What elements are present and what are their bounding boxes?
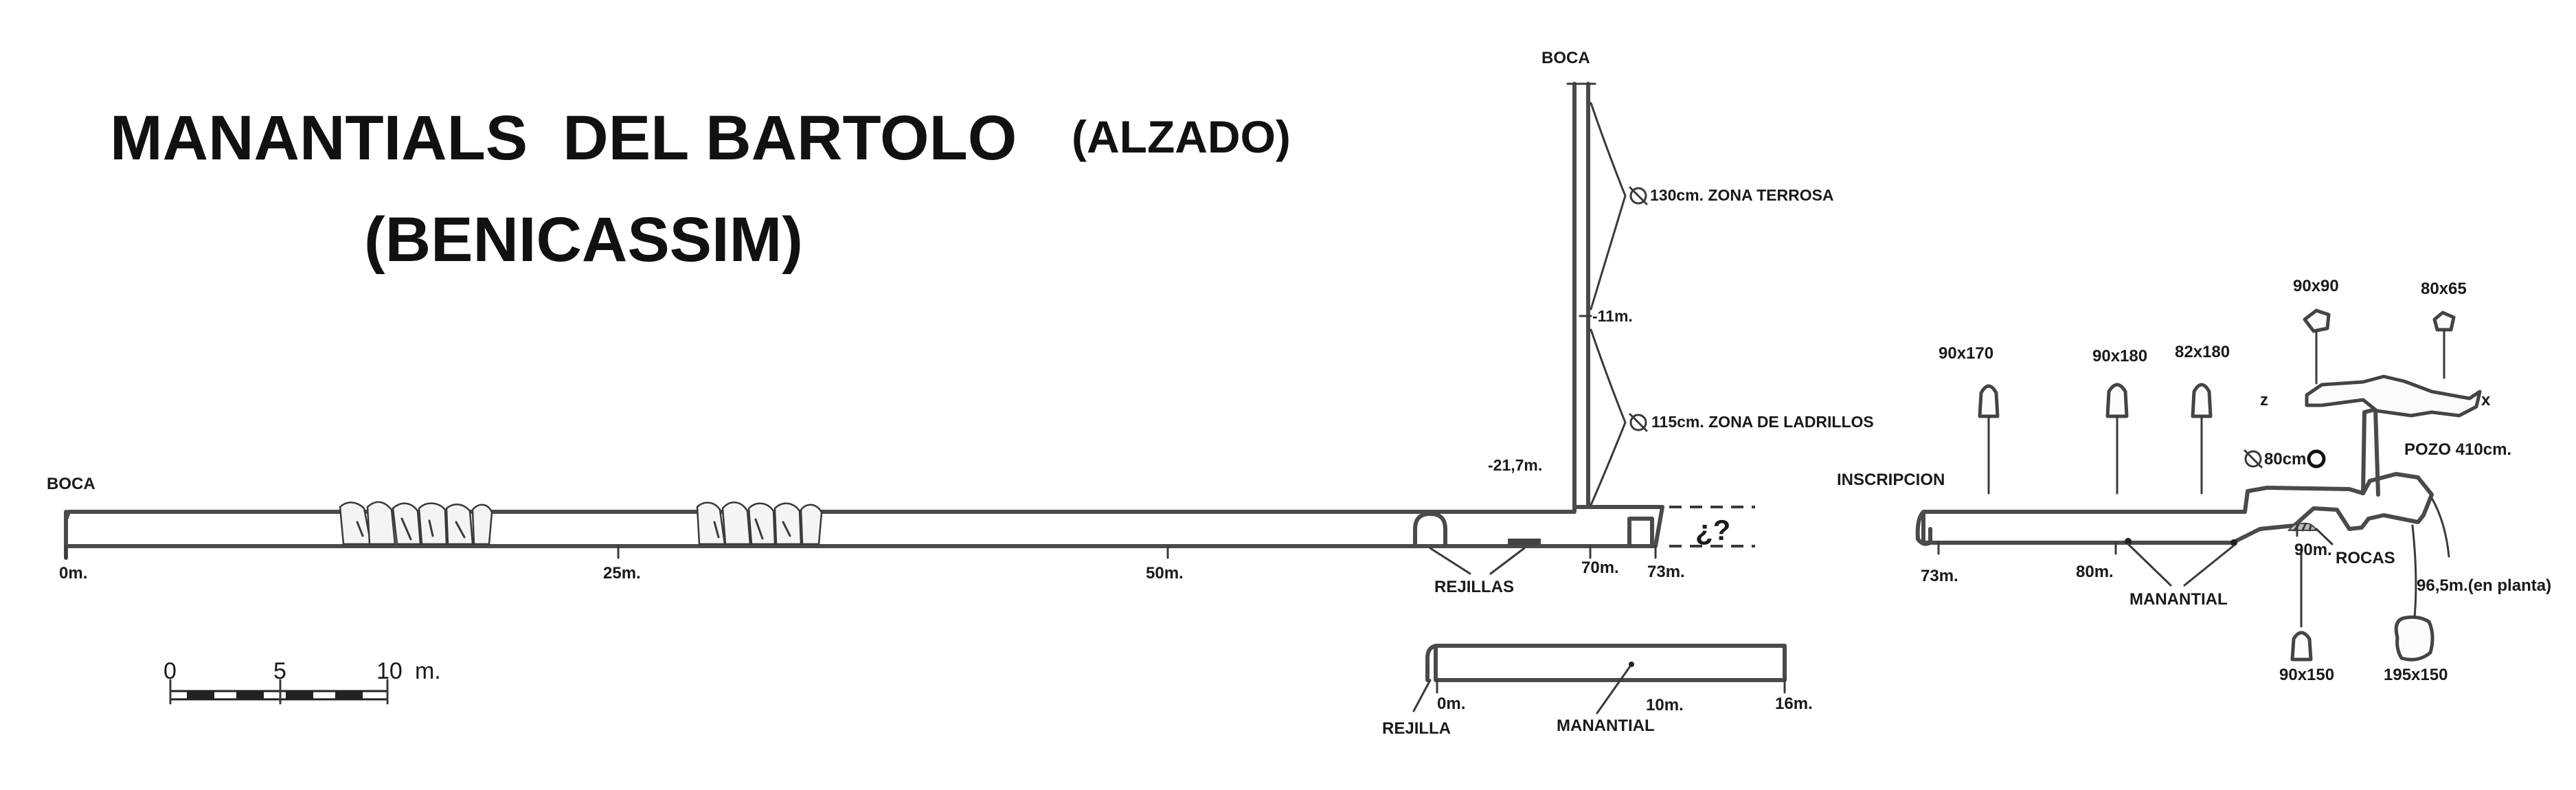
branch-z-x bbox=[2305, 374, 2482, 418]
scale-unit: m. bbox=[415, 658, 441, 684]
section-90x150-shape bbox=[2290, 631, 2313, 662]
spring-dot-2 bbox=[2230, 539, 2237, 546]
scale-bar: 0 5 10 m. bbox=[163, 658, 441, 705]
section-80x65-label: 80x65 bbox=[2421, 280, 2467, 298]
diameter-symbol-icon bbox=[1629, 413, 1648, 432]
section-90x170-shape bbox=[1978, 384, 2000, 418]
title-main: MANANTIALS DEL BARTOLO bbox=[110, 103, 1017, 173]
section-82x180-label: 82x180 bbox=[2175, 343, 2230, 361]
plan-distance-leader bbox=[2430, 497, 2450, 558]
right-tunnel bbox=[1921, 472, 2434, 545]
lower-tunnel bbox=[1434, 644, 1787, 682]
lower-distance-10m: 10m. bbox=[1646, 696, 1684, 714]
title-place: (BENICASSIM) bbox=[364, 205, 803, 275]
upper-zone-label: 130cm. ZONA TERROSA bbox=[1650, 186, 1834, 204]
lower-manantial-label: MANANTIAL bbox=[1557, 716, 1655, 735]
distance-label-73m: 73m. bbox=[1647, 563, 1685, 581]
z-label: z bbox=[2260, 391, 2268, 409]
section-90x90-label: 90x90 bbox=[2293, 277, 2339, 295]
lower-zone-brace bbox=[1590, 328, 1627, 506]
grate-arch bbox=[1413, 512, 1447, 548]
entrance-boca-label: BOCA bbox=[47, 475, 95, 493]
plan-distance-label: 96,5m.(en planta) bbox=[2417, 576, 2551, 595]
manantial-leader bbox=[2127, 543, 2235, 587]
section-90x180-shape bbox=[2105, 383, 2129, 418]
diameter-symbol-icon bbox=[2244, 449, 2263, 469]
lower-spring-leader bbox=[1596, 665, 1631, 714]
rocas-label: ROCAS bbox=[2336, 549, 2395, 567]
upper-zone-brace bbox=[1590, 102, 1627, 311]
scale-tick-0: 0 bbox=[163, 658, 177, 684]
rocas-leader bbox=[2315, 528, 2334, 545]
unknown-continuation-label: ¿? bbox=[1695, 514, 1730, 546]
well-circle-80cm bbox=[2307, 449, 2326, 469]
distance-ticks bbox=[65, 545, 1657, 559]
distance-label-70m: 70m. bbox=[1581, 558, 1619, 577]
distance-label-50m: 50m. bbox=[1146, 564, 1184, 583]
lower-grate-arch bbox=[1425, 644, 1440, 682]
lower-section: 0m. 10m. 16m. REJILLA MANANTIAL bbox=[1382, 644, 1813, 738]
right-distance-73m: 73m. bbox=[1921, 567, 1958, 585]
section-80x65-shape bbox=[2432, 311, 2456, 332]
shaft-annotations: BOCA 130cm. ZONA TERROSA -11m. 115cm. ZO… bbox=[1488, 49, 1874, 506]
right-detail-section: INSCRIPCION 73m. 80m. MANANTIAL 90x170 9… bbox=[1837, 277, 2551, 684]
pozo-outline bbox=[2361, 407, 2380, 497]
title-view: (ALZADO) bbox=[1072, 111, 1291, 162]
section-90x180-label: 90x180 bbox=[2092, 347, 2147, 365]
rejillas-leader bbox=[1429, 547, 1526, 575]
end-chamber bbox=[1627, 517, 1654, 548]
shaft-boca-label: BOCA bbox=[1541, 49, 1590, 67]
mid-depth-label: -11m. bbox=[1592, 307, 1633, 325]
diameter-80cm-label: 80cm bbox=[2264, 450, 2306, 469]
lower-distance-0m: 0m. bbox=[1437, 695, 1465, 713]
rocas-distance-label: 90m. bbox=[2294, 541, 2332, 559]
section-90x170-label: 90x170 bbox=[1939, 344, 1993, 363]
section-195x150-shape bbox=[2394, 615, 2434, 662]
title-block: MANANTIALS DEL BARTOLO (ALZADO) (BENICAS… bbox=[110, 103, 1291, 275]
scale-tick-5: 5 bbox=[273, 658, 286, 684]
lower-distance-16m: 16m. bbox=[1775, 695, 1813, 713]
distance-label-0m: 0m. bbox=[59, 564, 87, 583]
distance-label-25m: 25m. bbox=[603, 564, 641, 583]
pozo-label: POZO 410cm. bbox=[2404, 440, 2511, 459]
lower-rejilla-label: REJILLA bbox=[1382, 719, 1451, 738]
right-entrance bbox=[1915, 510, 1932, 546]
right-distance-80m: 80m. bbox=[2076, 563, 2114, 581]
lower-zone-label: 115cm. ZONA DE LADRILLOS bbox=[1651, 413, 1874, 431]
grate-bar bbox=[1508, 539, 1541, 545]
scale-tick-10: 10 bbox=[376, 658, 403, 684]
bottom-depth-label: -21,7m. bbox=[1488, 456, 1542, 474]
section-90x90-shape bbox=[2303, 308, 2331, 333]
x-label: x bbox=[2481, 391, 2491, 409]
inscripcion-label: INSCRIPCION bbox=[1837, 471, 1945, 489]
section-90x150-label: 90x150 bbox=[2279, 666, 2334, 684]
diameter-symbol-icon bbox=[1629, 186, 1648, 205]
rock-collapse-1 bbox=[339, 501, 493, 545]
rejillas-label: REJILLAS bbox=[1434, 578, 1514, 596]
spring-dot-1 bbox=[2125, 538, 2132, 545]
section-195x150-label: 195x150 bbox=[2384, 666, 2448, 684]
main-elevation: ¿? BOCA 0m. 25m. 50m. 70m. 73m. REJILLAS bbox=[47, 82, 1755, 596]
rock-collapse-2 bbox=[696, 501, 823, 545]
section-82x180-shape bbox=[2191, 383, 2213, 418]
lower-rejilla-leader bbox=[1412, 679, 1432, 712]
right-manantial-label: MANANTIAL bbox=[2129, 590, 2228, 609]
